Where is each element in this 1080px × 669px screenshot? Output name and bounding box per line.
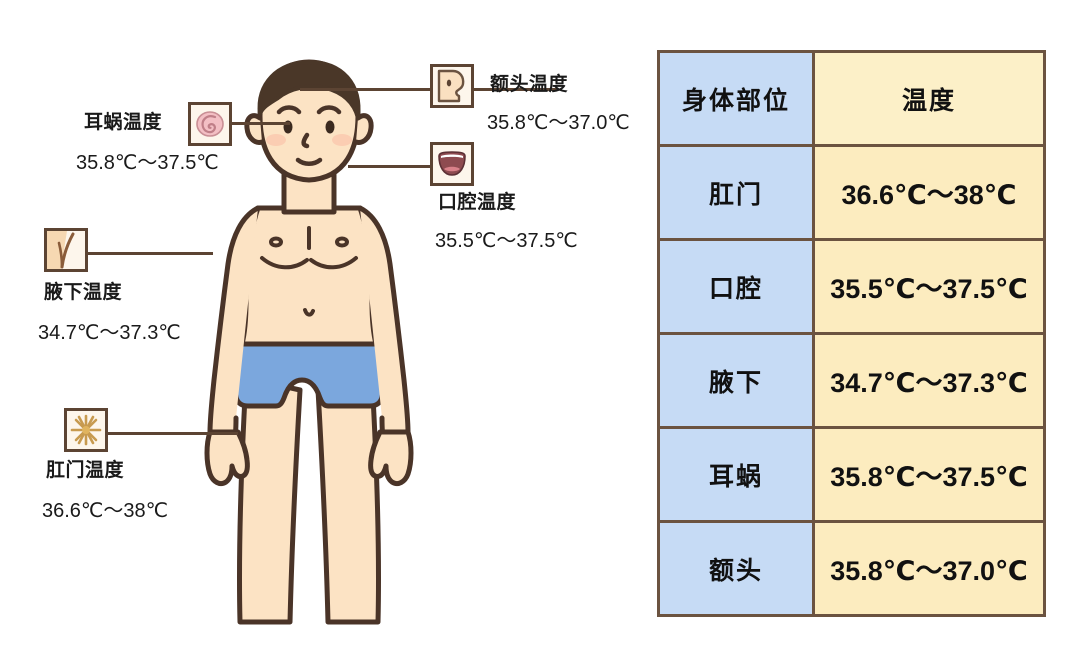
table-cell-temperature-label: 35.5℃～37.5℃ (830, 274, 1028, 304)
table-cell-part: 额头 (657, 520, 815, 617)
callout-ear-label: 耳蜗温度 (84, 112, 163, 133)
table-row: 额头 35.8℃～37.0℃ (657, 520, 1046, 617)
left-eyebrow (276, 105, 302, 115)
callout-forehead-value: 35.8℃～37.0℃ (487, 112, 630, 134)
callout-armpit-value-wrap: 34.7℃～37.3℃ (38, 320, 181, 347)
table-cell-part: 腋下 (657, 332, 815, 429)
navel (303, 308, 315, 317)
table-cell-part-label: 额头 (708, 556, 763, 585)
table-cell-part-label: 肛门 (708, 180, 763, 209)
right-eye (325, 120, 335, 134)
callout-oral-label: 口腔温度 (438, 192, 517, 213)
table-cell-temperature: 36.6℃～38℃ (812, 144, 1046, 241)
leader-line-anus (108, 432, 238, 435)
table-cell-temperature-label: 35.8℃～37.5℃ (830, 462, 1028, 492)
callout-oral-value-wrap: 35.5℃～37.5℃ (435, 228, 578, 255)
table-row: 口腔 35.5℃～37.5℃ (657, 238, 1046, 335)
nose (301, 132, 310, 149)
left-blush (266, 134, 286, 146)
left-pec-line (260, 256, 309, 270)
left-ear (244, 113, 265, 145)
table-cell-part-label: 口腔 (708, 274, 763, 303)
table-header-part: 身体部位 (657, 50, 815, 147)
table-header-part-label: 身体部位 (681, 86, 790, 115)
left-nipple (269, 236, 283, 248)
table-cell-temperature: 34.7℃～37.3℃ (812, 332, 1046, 429)
callout-anus-value-wrap: 36.6℃～38℃ (42, 498, 168, 525)
armpit-icon (44, 228, 88, 272)
table-cell-part-label: 腋下 (708, 368, 763, 397)
table-row: 腋下 34.7℃～37.3℃ (657, 332, 1046, 429)
table-cell-part-label: 耳蜗 (708, 462, 763, 491)
right-nipple (335, 236, 349, 248)
table-cell-temperature: 35.5℃～37.5℃ (812, 238, 1046, 335)
right-pec-line (309, 256, 358, 270)
table-cell-temperature-label: 35.8℃～37.0℃ (830, 556, 1028, 586)
left-leg (236, 375, 303, 625)
callout-armpit-value: 34.7℃～37.3℃ (38, 322, 181, 344)
callout-forehead: 额头温度 (490, 72, 568, 98)
callout-anus-value: 36.6℃～38℃ (42, 500, 169, 522)
table-cell-temperature: 35.8℃～37.5℃ (812, 426, 1046, 523)
callout-armpit-label: 腋下温度 (44, 282, 123, 303)
table-header-row: 身体部位 温度 (657, 50, 1046, 147)
table-header-temperature: 温度 (812, 50, 1046, 147)
callout-ear: 耳蜗温度 (84, 110, 162, 136)
callout-ear-value: 35.8℃～37.5℃ (76, 152, 219, 174)
temperature-table: 身体部位 温度 肛门 36.6℃～38℃ 口腔 35.5℃～37.5℃ 腋下 (657, 50, 1046, 617)
table-cell-temperature-label: 34.7℃～37.3℃ (830, 368, 1028, 398)
open-mouth-icon (430, 142, 474, 186)
callout-oral-value: 35.5℃～37.5℃ (435, 230, 578, 252)
table-row: 肛门 36.6℃～38℃ (657, 144, 1046, 241)
hair (257, 60, 361, 120)
callout-anus: 肛门温度 (46, 458, 124, 484)
leader-line-armpit (88, 252, 213, 255)
callout-armpit: 腋下温度 (44, 280, 122, 306)
human-figure-illustration (204, 59, 414, 625)
callout-forehead-label: 额头温度 (490, 74, 569, 95)
right-blush (332, 134, 352, 146)
leader-line-ear (232, 122, 290, 125)
left-hand (204, 429, 250, 487)
table-header-temperature-label: 温度 (901, 86, 956, 115)
leader-line-oral (348, 165, 430, 168)
callout-oral: 口腔温度 (438, 190, 516, 216)
table-cell-part: 肛门 (657, 144, 815, 241)
callout-anus-label: 肛门温度 (46, 460, 125, 481)
callout-forehead-value-wrap: 35.8℃～37.0℃ (487, 110, 630, 137)
table-row: 耳蜗 35.8℃～37.5℃ (657, 426, 1046, 523)
table-cell-part: 口腔 (657, 238, 815, 335)
mouth (295, 157, 323, 166)
forehead-profile-icon (430, 64, 474, 108)
table-cell-temperature: 35.8℃～37.0℃ (812, 520, 1046, 617)
ear-cochlea-icon (188, 102, 232, 146)
anus-icon (64, 408, 108, 452)
callout-ear-value-wrap: 35.8℃～37.5℃ (76, 150, 219, 177)
table-cell-part: 耳蜗 (657, 426, 815, 523)
right-ear (353, 113, 374, 145)
leader-line-forehead (300, 88, 475, 91)
right-hand (368, 429, 414, 487)
right-eyebrow (316, 105, 342, 115)
leader-line-forehead-h (472, 88, 557, 91)
right-leg (315, 375, 382, 625)
table-cell-temperature-label: 36.6℃～38℃ (841, 180, 1017, 210)
